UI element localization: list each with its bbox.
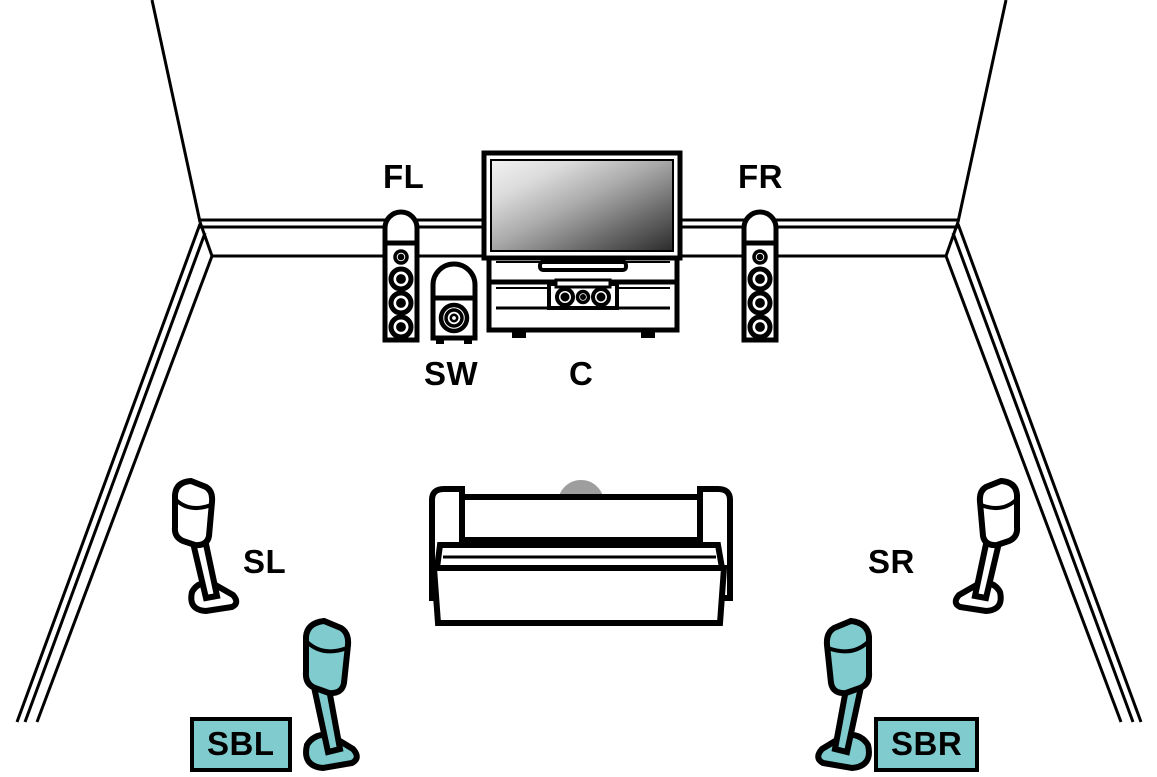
label-surround-back-right: SBR	[874, 717, 980, 772]
sofa	[429, 476, 733, 626]
label-center: C	[569, 355, 594, 392]
back-corner-connector-left	[198, 221, 214, 257]
speaker-surround-right	[952, 477, 1021, 615]
left-wall-line-1	[15, 223, 202, 723]
right-wall-line-2	[951, 232, 1135, 723]
label-subwoofer: SW	[424, 355, 479, 392]
speaker-center	[547, 278, 619, 310]
speaker-front-left	[382, 209, 420, 343]
speaker-surround-back-right	[815, 617, 873, 772]
speaker-subwoofer	[430, 261, 478, 344]
label-front-left: FL	[383, 158, 425, 195]
speaker-surround-left	[171, 477, 240, 615]
label-surround-right: SR	[868, 543, 915, 580]
right-wall-line-1	[956, 223, 1143, 723]
label-surround-back-left: SBL	[190, 717, 292, 772]
ceiling-corner-line-left	[150, 0, 202, 223]
television	[481, 150, 683, 261]
speaker-front-right	[741, 209, 779, 343]
back-corner-connector-right	[944, 221, 960, 257]
left-wall-line-2	[23, 232, 207, 723]
ceiling-corner-line-right	[956, 0, 1008, 223]
speaker-surround-back-left	[302, 617, 360, 772]
right-wall-line-3	[944, 255, 1123, 723]
label-surround-left: SL	[243, 543, 287, 580]
label-front-right: FR	[738, 158, 783, 195]
left-wall-line-3	[35, 255, 214, 723]
